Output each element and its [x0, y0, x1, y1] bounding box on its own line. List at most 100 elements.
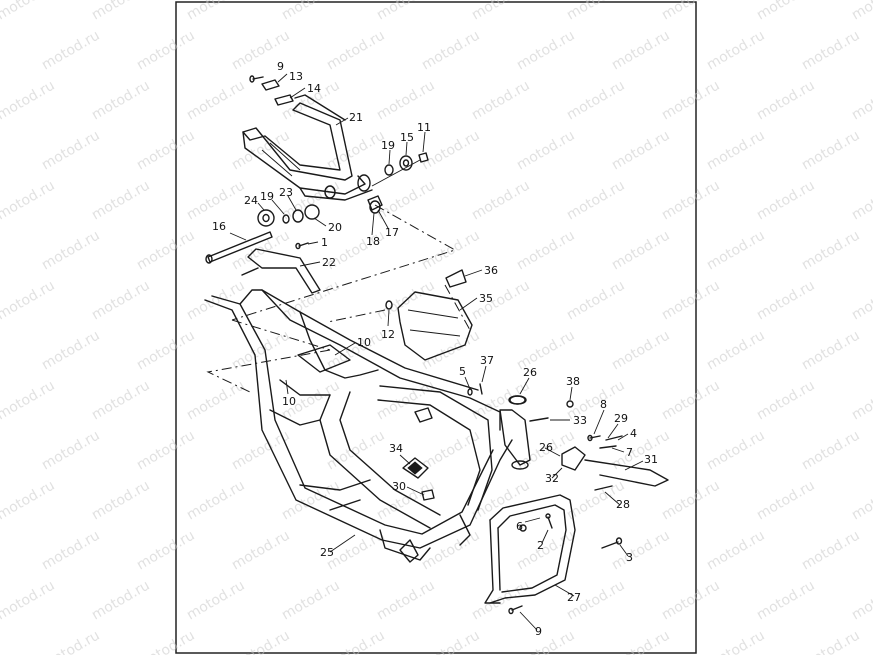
callout-32: 32 [545, 472, 559, 485]
fastener-12 [385, 300, 393, 310]
callout-labels: 9 13 14 21 11 15 19 24 19 23 20 18 17 16… [212, 60, 658, 638]
callout-18: 18 [366, 235, 380, 248]
watermark-text: motod.ru [89, 177, 153, 223]
callout-6: 6 [516, 520, 523, 533]
callout-25: 25 [320, 546, 334, 559]
watermark-text: motod.ru [754, 177, 818, 223]
callout-8: 8 [600, 398, 607, 411]
watermark-text: motod.ru [849, 77, 873, 123]
steering-fasteners [467, 383, 574, 422]
watermark-text: motod.ru [39, 627, 103, 655]
diagram-border [175, 1, 697, 654]
callout-20: 20 [328, 221, 342, 234]
callout-1: 1 [321, 236, 328, 249]
callout-31: 31 [644, 453, 658, 466]
watermark-text: motod.ru [39, 327, 103, 373]
watermark-text: motod.ru [754, 377, 818, 423]
sidestand-assembly [561, 434, 669, 491]
engine-guard [484, 494, 576, 604]
watermark-text: motod.ru [704, 227, 768, 273]
callout-13: 13 [289, 70, 303, 83]
callout-28: 28 [616, 498, 630, 511]
watermark-text: motod.ru [704, 627, 768, 655]
callout-19: 19 [260, 190, 274, 203]
watermark-text: motod.ru [89, 477, 153, 523]
callout-24: 24 [244, 194, 258, 207]
watermark-text: motod.ru [799, 27, 863, 73]
watermark-text: motod.ru [39, 227, 103, 273]
callout-15: 15 [400, 131, 414, 144]
watermark-text: motod.ru [799, 627, 863, 655]
watermark-text: motod.ru [89, 77, 153, 123]
watermark-text: motod.ru [849, 177, 873, 223]
bracket-22 [241, 248, 321, 294]
watermark-text: motod.ru [849, 277, 873, 323]
callout-9: 9 [535, 625, 542, 638]
callout-9: 9 [277, 60, 284, 73]
callout-22: 22 [322, 256, 336, 269]
watermark-text: motod.ru [799, 227, 863, 273]
watermark-text: motod.ru [754, 277, 818, 323]
callout-27: 27 [567, 591, 581, 604]
callout-37: 37 [480, 354, 494, 367]
watermark-text: motod.ru [89, 0, 153, 23]
watermark-text: motod.ru [799, 527, 863, 573]
watermark-text: motod.ru [754, 0, 818, 23]
battery-tray-35 [397, 269, 473, 361]
callout-26: 26 [523, 366, 537, 379]
watermark-text: motod.ru [849, 0, 873, 23]
watermark-text: motod.ru [0, 277, 58, 323]
watermark-text: motod.ru [754, 477, 818, 523]
callout-36: 36 [484, 264, 498, 277]
watermark-text: motod.ru [799, 127, 863, 173]
watermark-text: motod.ru [39, 27, 103, 73]
pivot-hardware-right [371, 152, 429, 187]
watermark-text: motod.ru [704, 527, 768, 573]
watermark-text: motod.ru [799, 427, 863, 473]
callout-3: 3 [626, 551, 633, 564]
callout-17: 17 [385, 226, 399, 239]
callout-30: 30 [392, 480, 406, 493]
watermark-text: motod.ru [754, 577, 818, 623]
callout-4: 4 [630, 427, 637, 440]
callout-11: 11 [417, 121, 431, 134]
watermark-text: motod.ru [704, 127, 768, 173]
callout-12: 12 [381, 328, 395, 341]
callout-26: 26 [539, 441, 553, 454]
watermark-text: motod.ru [0, 377, 58, 423]
callout-21: 21 [349, 111, 363, 124]
callout-2: 2 [537, 539, 544, 552]
watermark-text: motod.ru [0, 0, 58, 23]
watermark-text: motod.ru [0, 177, 58, 223]
pivot-hardware-left [257, 195, 383, 227]
guard-fasteners [508, 513, 623, 615]
leader-lines [229, 73, 644, 631]
watermark-text: motod.ru [799, 327, 863, 373]
callout-14: 14 [307, 82, 321, 95]
watermark-text: motod.ru [704, 27, 768, 73]
callout-35: 35 [479, 292, 493, 305]
watermark-text: motod.ru [89, 277, 153, 323]
watermark-text: motod.ru [849, 577, 873, 623]
watermark-text: motod.ru [754, 77, 818, 123]
watermark-text: motod.ru [89, 577, 153, 623]
main-frame [204, 289, 531, 563]
alignment-lines [206, 204, 471, 393]
callout-23: 23 [279, 186, 293, 199]
top-fasteners [249, 75, 294, 106]
callout-10: 10 [282, 395, 296, 408]
callout-10: 10 [357, 336, 371, 349]
watermark-text: motod.ru [0, 477, 58, 523]
watermark-text: motod.ru [39, 527, 103, 573]
callout-16: 16 [212, 220, 226, 233]
bolt-1-head [295, 242, 301, 250]
swingarm [242, 94, 373, 201]
watermark-text: motod.ru [704, 427, 768, 473]
callout-5: 5 [459, 365, 466, 378]
watermark-text: motod.ru [0, 577, 58, 623]
callout-34: 34 [389, 442, 403, 455]
watermark-text: motod.ru [39, 127, 103, 173]
callout-29: 29 [614, 412, 628, 425]
watermark-text: motod.ru [39, 427, 103, 473]
